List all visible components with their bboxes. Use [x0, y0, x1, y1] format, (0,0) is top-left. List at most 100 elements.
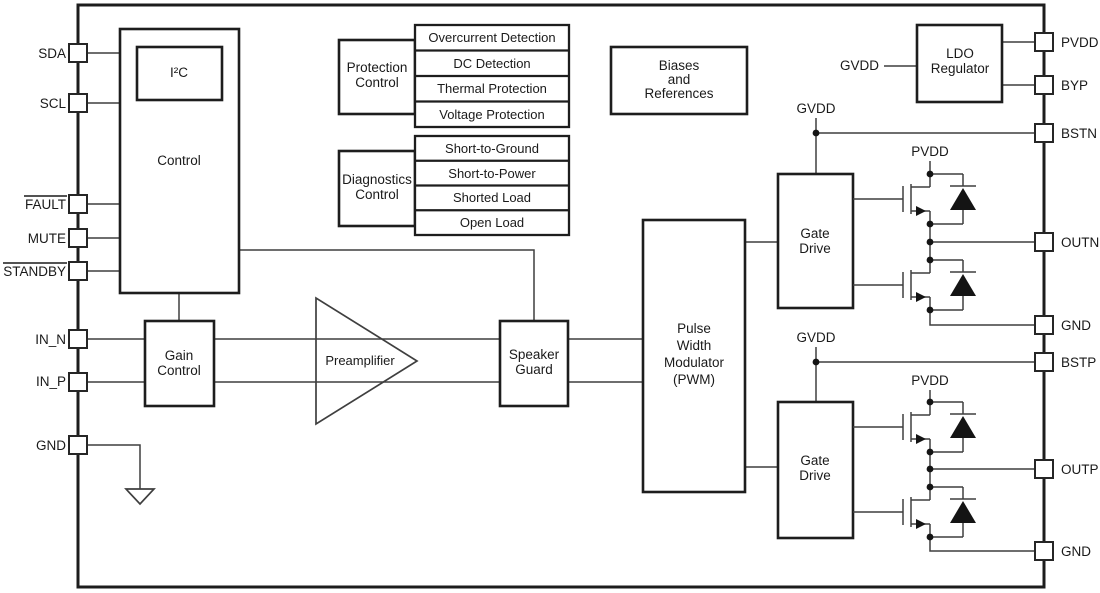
wire-gnd-left [87, 444, 141, 489]
pin-gnd-n [1034, 315, 1054, 335]
pin-label-standby: STANDBY [3, 264, 66, 279]
ldo-regulator-block [915, 23, 1004, 104]
protection-label-2: Control [355, 75, 399, 90]
gate-drive-top-block [776, 172, 855, 310]
wire-control-speakerguard [239, 249, 535, 321]
pin-label-bstp: BSTP [1061, 355, 1096, 370]
pin-label-gnd-left: GND [36, 438, 66, 453]
pin-label-outn: OUTN [1061, 235, 1099, 250]
i2c-block [135, 45, 224, 102]
diagnostics-item-3: Shorted Load [453, 190, 531, 205]
pin-label-gnd-n: GND [1061, 318, 1091, 333]
net-label-gvdd-bottom: GVDD [796, 330, 835, 345]
labels: SDA SCL FAULT MUTE STANDBY IN_N IN_P GND… [3, 30, 1099, 559]
speaker-guard-label-1: Speaker [509, 347, 560, 362]
device-boundary [76, 3, 1046, 589]
biases-references-block [609, 45, 749, 116]
blocks [118, 23, 1004, 540]
pin-label-byp: BYP [1061, 78, 1088, 93]
ldo-label-1: LDO [946, 46, 974, 61]
control-label: Control [157, 153, 201, 168]
protection-item-4: Voltage Protection [439, 107, 545, 122]
gvdd-bottom-junction-dot [812, 358, 820, 366]
biases-label-2: and [668, 72, 691, 87]
gate-drive-bottom-block [776, 400, 855, 540]
outn-junction-dot [926, 238, 934, 246]
protection-item-2: DC Detection [453, 56, 530, 71]
protection-control-block [337, 38, 417, 116]
pin-label-in-n: IN_N [35, 332, 66, 347]
gate-drive-top-label-1: Gate [800, 226, 829, 241]
pin-pvdd [1034, 32, 1054, 52]
high-side-fet-p-icon [852, 397, 977, 457]
low-side-fet-n-icon [852, 255, 977, 315]
ldo-label-2: Regulator [931, 61, 990, 76]
pin-label-mute: MUTE [28, 231, 66, 246]
gate-drive-bottom-label-2: Drive [799, 468, 831, 483]
protection-item-1: Overcurrent Detection [428, 30, 555, 45]
net-label-pvdd-bottom: PVDD [911, 373, 949, 388]
biases-label-3: References [644, 86, 713, 101]
wire-gnd-bottom [929, 537, 1035, 552]
preamplifier-block [315, 296, 419, 426]
diagnostics-item-2: Short-to-Power [448, 166, 536, 181]
pin-gnd-p [1034, 541, 1054, 561]
preamplifier-label: Preamplifier [325, 353, 395, 368]
diagnostics-item-1: Short-to-Ground [445, 141, 539, 156]
i2c-label: I²C [170, 65, 188, 80]
pwm-label-1: Pulse [677, 321, 711, 336]
gate-drive-top-label-2: Drive [799, 241, 831, 256]
diagnostics-item-4: Open Load [460, 215, 524, 230]
high-side-fet-n-icon [852, 169, 977, 229]
net-label-gvdd-ldo: GVDD [840, 58, 879, 73]
pwm-label-2: Width [677, 338, 712, 353]
pin-fault [68, 194, 88, 214]
pin-gnd-left [68, 435, 88, 455]
pwm-block [641, 218, 747, 494]
pin-bstp [1034, 352, 1054, 372]
pin-label-scl: SCL [40, 96, 67, 111]
pin-scl [68, 93, 88, 113]
pin-outp [1034, 459, 1054, 479]
pins-right [1034, 32, 1054, 561]
protection-label-1: Protection [347, 60, 408, 75]
diagnostics-label-1: Diagnostics [342, 172, 412, 187]
pwm-label-4: (PWM) [673, 372, 715, 387]
net-label-pvdd-top: PVDD [911, 144, 949, 159]
biases-label-1: Biases [659, 58, 700, 73]
protection-item-3: Thermal Protection [437, 81, 547, 96]
speaker-guard-block [498, 319, 570, 408]
gate-drive-bottom-label-1: Gate [800, 453, 829, 468]
gain-label-2: Control [157, 363, 201, 378]
pin-outn [1034, 232, 1054, 252]
pin-in-n [68, 329, 88, 349]
pin-mute [68, 228, 88, 248]
diagnostics-label-2: Control [355, 187, 399, 202]
pin-label-fault: FAULT [25, 197, 66, 212]
outp-junction-dot [926, 465, 934, 473]
pin-label-outp: OUTP [1061, 462, 1099, 477]
low-side-fet-p-icon [852, 482, 977, 542]
gain-control-block [143, 319, 216, 408]
pin-label-bstn: BSTN [1061, 126, 1097, 141]
wires [87, 41, 1035, 552]
gvdd-top-junction-dot [812, 129, 820, 137]
pin-label-pvdd: PVDD [1061, 35, 1099, 50]
pin-label-sda: SDA [38, 46, 66, 61]
pin-bstn [1034, 123, 1054, 143]
pin-label-in-p: IN_P [36, 374, 66, 389]
output-stage [812, 129, 977, 542]
pin-standby [68, 261, 88, 281]
speaker-guard-label-2: Guard [515, 362, 553, 377]
net-label-gvdd-top: GVDD [796, 101, 835, 116]
pin-label-gnd-p: GND [1061, 544, 1091, 559]
pwm-label-3: Modulator [664, 355, 725, 370]
pin-sda [68, 43, 88, 63]
gain-label-1: Gain [165, 348, 194, 363]
diagnostics-control-block [337, 149, 417, 228]
pins-left [68, 43, 88, 455]
ground-symbol-icon [124, 488, 156, 506]
wire-gnd-top [929, 310, 1035, 326]
